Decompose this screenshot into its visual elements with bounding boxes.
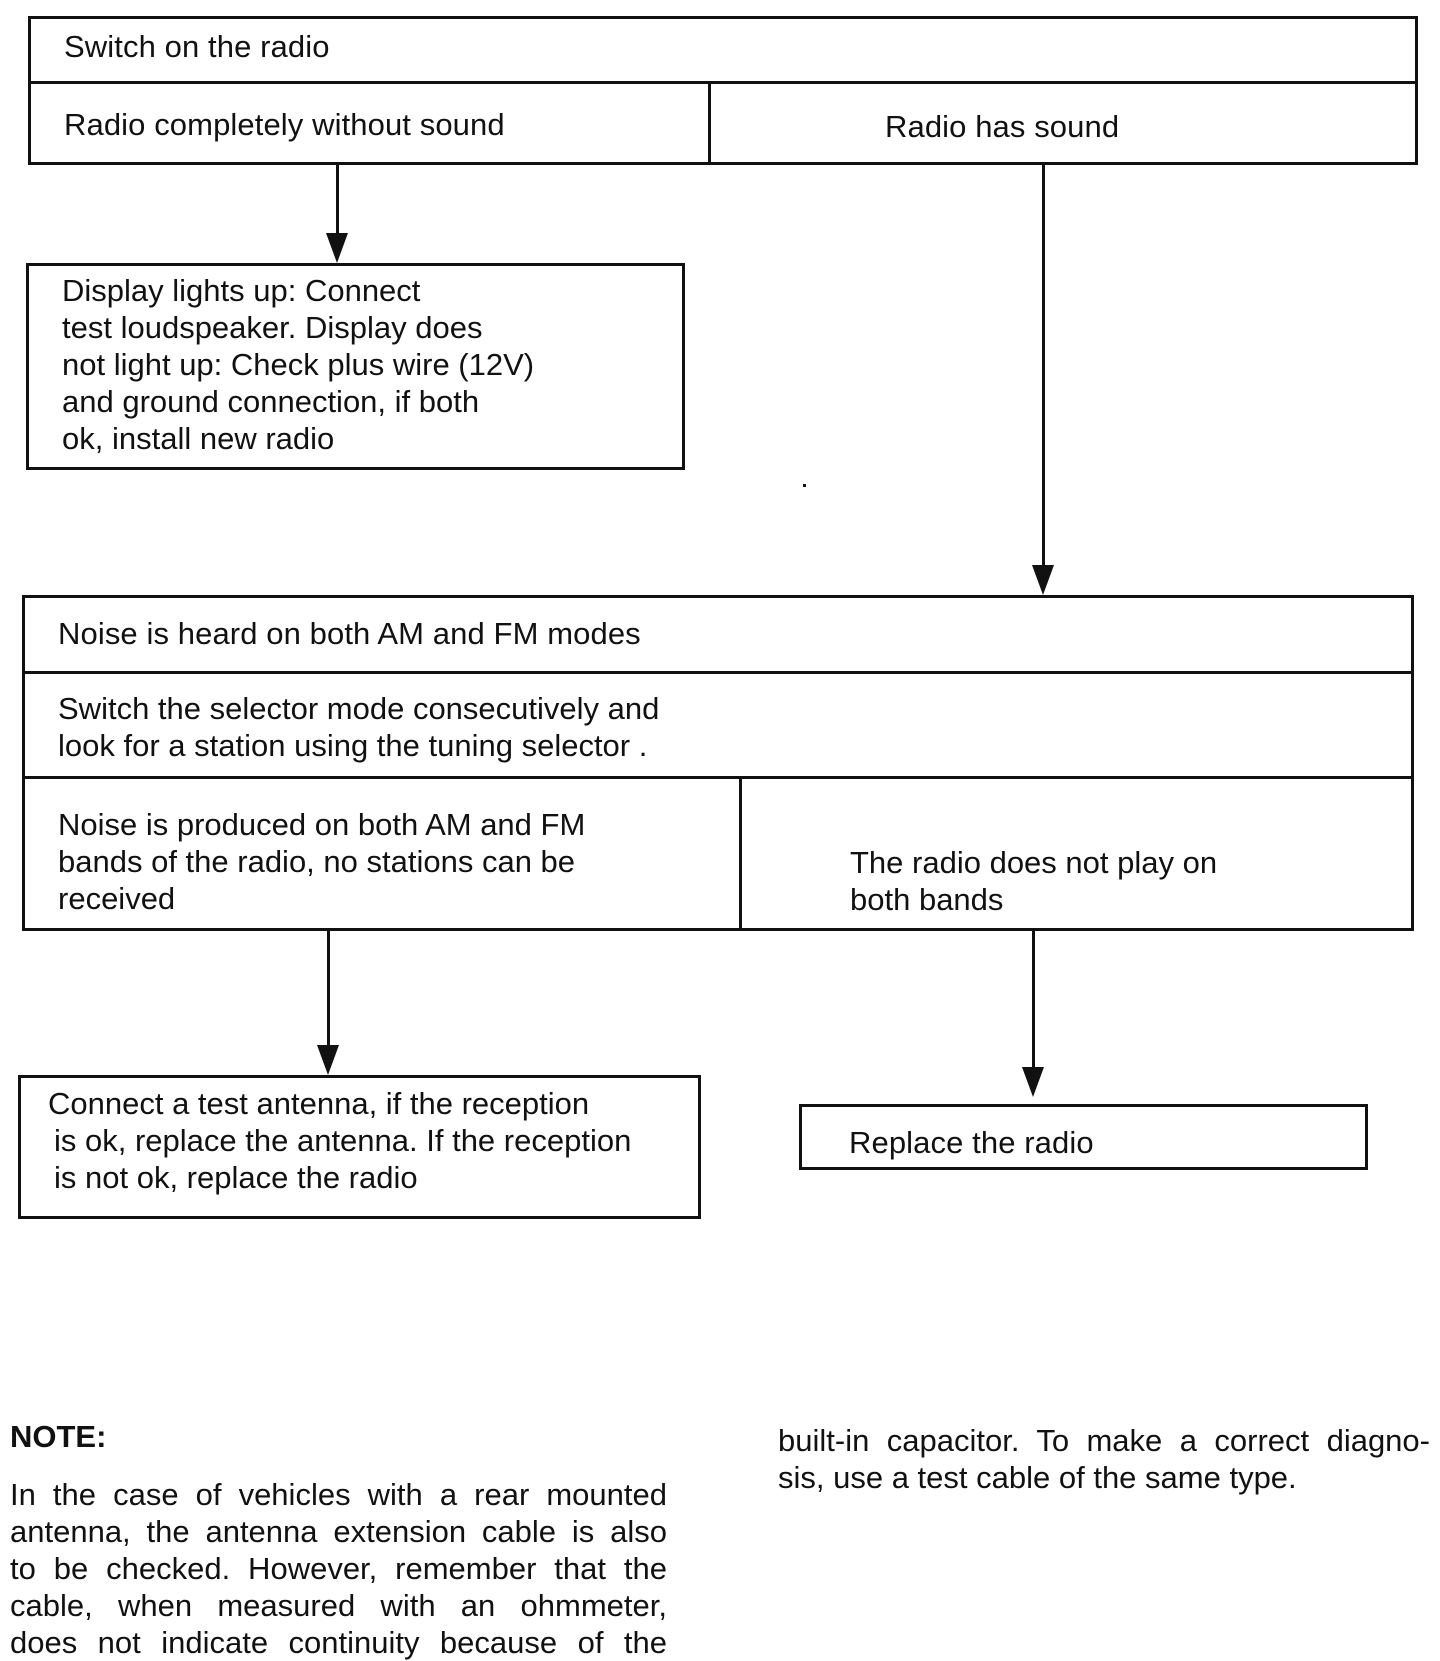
arrow-no-sound-head xyxy=(326,233,348,263)
note-left-line: cable, when measured with an ohmmeter, xyxy=(10,1588,667,1623)
switch-on-text: Switch on the radio xyxy=(64,29,330,64)
arrow-not-play-head xyxy=(1022,1067,1044,1097)
arrow-not-play-line xyxy=(1032,931,1035,1069)
test-antenna-line: is ok, replace the antenna. If the recep… xyxy=(54,1123,632,1158)
test-antenna-line: is not ok, replace the radio xyxy=(54,1160,418,1195)
arrow-has-sound-head xyxy=(1032,565,1054,595)
note-left-line: to be checked. However, remember that th… xyxy=(10,1551,667,1586)
arrow-noise-head xyxy=(317,1045,339,1075)
has-sound-box xyxy=(708,81,1418,165)
note-left-line: does not indicate continuity because of … xyxy=(10,1625,667,1660)
arrow-no-sound-line xyxy=(336,165,339,235)
replace-radio-text: Replace the radio xyxy=(849,1125,1094,1160)
note-title: NOTE: xyxy=(10,1419,107,1454)
has-sound-text: Radio has sound xyxy=(885,109,1120,144)
display-check-line: Display lights up: Connect xyxy=(62,273,421,308)
no-sound-text: Radio completely without sound xyxy=(64,107,505,142)
noise-produced-box xyxy=(22,776,742,931)
noise-produced-line: bands of the radio, no stations can be xyxy=(58,844,576,879)
stray-dot xyxy=(803,484,806,487)
not-play-text: The radio does not play on both bands xyxy=(850,844,1217,918)
not-play-box xyxy=(739,776,1414,931)
noise-produced-text: Noise is produced on both AM and FM band… xyxy=(58,806,585,917)
display-check-line: test loudspeaker. Display does xyxy=(62,310,483,345)
noise-produced-line: Noise is produced on both AM and FM xyxy=(58,807,586,842)
display-check-line: ok, install new radio xyxy=(62,421,335,456)
noise-produced-line: received xyxy=(58,881,176,916)
test-antenna-text: Connect a test antenna, if the reception… xyxy=(48,1085,631,1196)
noise-heard-text: Noise is heard on both AM and FM modes xyxy=(58,616,641,651)
test-antenna-line: Connect a test antenna, if the reception xyxy=(48,1086,590,1121)
note-left-paragraph: In the case of vehicles with a rear moun… xyxy=(10,1476,667,1661)
note-right-paragraph: built-in capacitor. To make a correct di… xyxy=(778,1422,1430,1496)
switch-selector-line: look for a station using the tuning sele… xyxy=(58,728,648,763)
display-check-line: and ground connection, if both xyxy=(62,384,480,419)
no-sound-box xyxy=(28,81,711,165)
note-right-line: sis, use a test cable of the same type. xyxy=(778,1460,1297,1495)
not-play-line: both bands xyxy=(850,882,1004,917)
note-right-line: built-in capacitor. To make a correct di… xyxy=(778,1423,1430,1458)
display-check-text: Display lights up: Connect test loudspea… xyxy=(62,272,534,457)
arrow-noise-line xyxy=(327,931,330,1047)
display-check-box xyxy=(26,263,685,470)
test-antenna-box xyxy=(18,1075,701,1219)
switch-selector-text: Switch the selector mode consecutively a… xyxy=(58,690,659,764)
switch-selector-line: Switch the selector mode consecutively a… xyxy=(58,691,660,726)
replace-radio-box xyxy=(799,1104,1368,1170)
not-play-line: The radio does not play on xyxy=(850,845,1218,880)
display-check-line: not light up: Check plus wire (12V) xyxy=(62,347,535,382)
switch-selector-box xyxy=(22,671,1414,779)
arrow-has-sound-line xyxy=(1042,165,1045,565)
note-left-line: antenna, the antenna extension cable is … xyxy=(10,1514,667,1549)
note-left-line: In the case of vehicles with a rear moun… xyxy=(10,1477,667,1512)
